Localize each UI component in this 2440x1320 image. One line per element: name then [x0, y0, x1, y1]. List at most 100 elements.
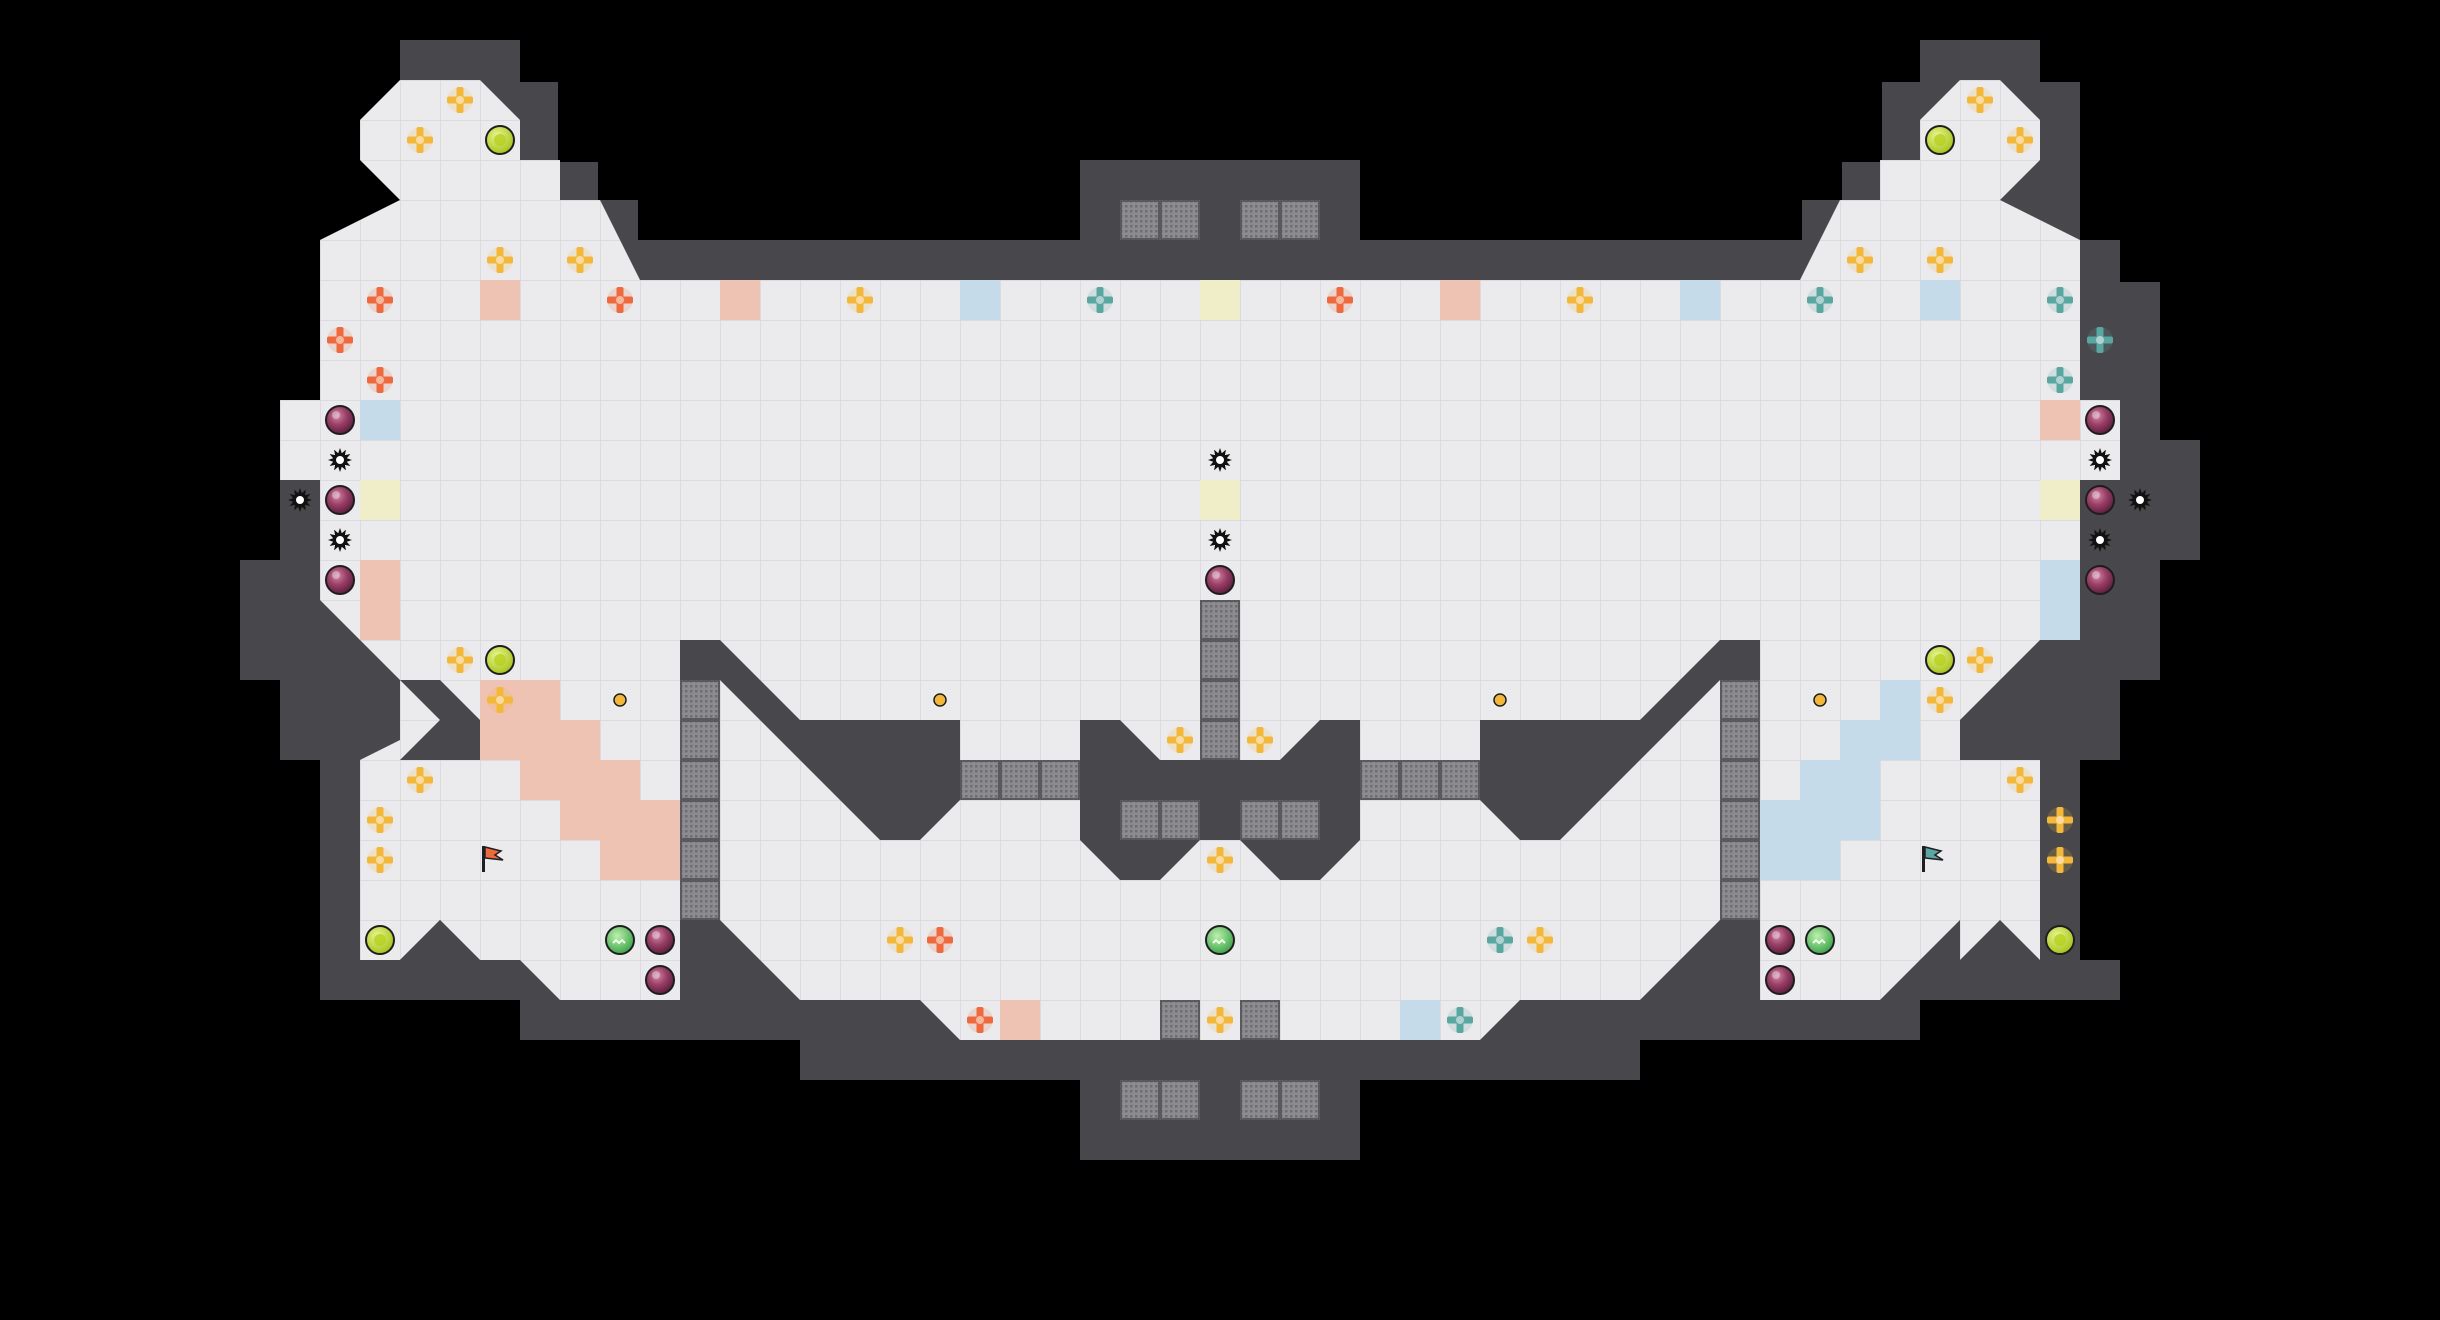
boost-icon: [2007, 767, 2033, 793]
gate-tile: [680, 720, 720, 760]
inner-wall-bottom-right: [1480, 920, 1760, 1040]
portal-icon: [1205, 925, 1235, 955]
bomb-icon: [2085, 565, 2115, 595]
boost-icon: [1967, 647, 1993, 673]
team-tile-red: [360, 560, 400, 600]
gate-tile: [960, 760, 1000, 800]
team-tile-red: [480, 720, 520, 760]
team-tile-blue: [1800, 840, 1840, 880]
boost-icon: [1167, 727, 1193, 753]
inner-wall-left-wedge: [680, 640, 960, 960]
boost-icon: [1247, 727, 1273, 753]
boost-icon: [2047, 287, 2073, 313]
boost-icon: [1327, 287, 1353, 313]
gate-tile: [680, 840, 720, 880]
token-icon: [933, 693, 947, 707]
inner-wall-bottom-left: [680, 920, 960, 1040]
inner-wall-right-notch: [1960, 680, 2040, 760]
gate-tile: [1280, 800, 1320, 840]
team-tile-blue: [1800, 800, 1840, 840]
bomb-icon: [325, 565, 355, 595]
gate-tile: [1040, 760, 1080, 800]
gate-tile: [1400, 760, 1440, 800]
boost-icon: [487, 247, 513, 273]
team-tile-blue: [1840, 760, 1880, 800]
gate-tile: [680, 800, 720, 840]
inner-wall-right-base: [1960, 920, 2120, 1000]
gate-tile: [1160, 200, 1200, 240]
boost-icon: [487, 687, 513, 713]
team-tile-blue: [1840, 720, 1880, 760]
powerup-icon: [365, 925, 395, 955]
team-tile-red: [640, 800, 680, 840]
item-layer: [288, 87, 2152, 1033]
inner-wall-left-notch: [400, 680, 480, 760]
team-tile-red: [480, 280, 520, 320]
flag-icon: [482, 846, 504, 872]
spike-icon: [2128, 488, 2152, 512]
bomb-icon: [325, 405, 355, 435]
gate-tile: [1240, 200, 1280, 240]
team-tile-blue: [1840, 800, 1880, 840]
spike-icon: [2088, 528, 2112, 552]
team-tile-blue: [1400, 1000, 1440, 1040]
bomb-icon: [1205, 565, 1235, 595]
team-tile-red: [640, 840, 680, 880]
portal-icon: [605, 925, 635, 955]
team-tile-blue: [1920, 280, 1960, 320]
boost-icon: [1967, 87, 1993, 113]
boost-icon: [607, 287, 633, 313]
team-tile-neutral: [1200, 480, 1240, 520]
inner-wall-left-base: [320, 920, 480, 1000]
team-tile-blue: [960, 280, 1000, 320]
team-tile-red: [1000, 1000, 1040, 1040]
gate-tile: [1160, 1080, 1200, 1120]
bomb-icon: [325, 485, 355, 515]
gate-tile: [1720, 880, 1760, 920]
team-tile-red: [520, 760, 560, 800]
team-tile-red: [2040, 400, 2080, 440]
boost-icon: [447, 647, 473, 673]
gate-layer: [680, 200, 1760, 1120]
boost-icon: [1927, 247, 1953, 273]
gate-tile: [1440, 760, 1480, 800]
team-tile-red: [520, 680, 560, 720]
bomb-icon: [2085, 405, 2115, 435]
gate-tile: [680, 880, 720, 920]
spike-icon: [288, 488, 312, 512]
gate-tile: [1000, 760, 1040, 800]
boost-icon: [407, 767, 433, 793]
gate-tile: [1160, 1000, 1200, 1040]
boost-icon: [1567, 287, 1593, 313]
bomb-icon: [645, 965, 675, 995]
gate-tile: [1240, 1080, 1280, 1120]
boost-icon: [1487, 927, 1513, 953]
team-tile-red: [1440, 280, 1480, 320]
team-tile-blue: [2040, 600, 2080, 640]
team-tile-red: [560, 800, 600, 840]
boost-icon: [367, 367, 393, 393]
boost-icon: [1087, 287, 1113, 313]
team-tile-blue: [2040, 560, 2080, 600]
boost-icon: [927, 927, 953, 953]
gate-tile: [1200, 600, 1240, 640]
team-tile-red: [560, 760, 600, 800]
gate-tile: [1200, 680, 1240, 720]
boost-icon: [2087, 327, 2113, 353]
boost-icon: [567, 247, 593, 273]
boost-icon: [1207, 1007, 1233, 1033]
powerup-icon: [2045, 925, 2075, 955]
tile-layer: [360, 280, 2080, 1040]
gate-tile: [1200, 640, 1240, 680]
team-tile-red: [720, 280, 760, 320]
portal-icon: [1805, 925, 1835, 955]
boost-icon: [447, 87, 473, 113]
team-tile-blue: [1680, 280, 1720, 320]
spike-icon: [328, 528, 352, 552]
team-tile-blue: [1880, 680, 1920, 720]
team-tile-neutral: [1200, 280, 1240, 320]
team-tile-blue: [1760, 800, 1800, 840]
powerup-icon: [485, 125, 515, 155]
gate-tile: [1120, 200, 1160, 240]
boost-icon: [1447, 1007, 1473, 1033]
